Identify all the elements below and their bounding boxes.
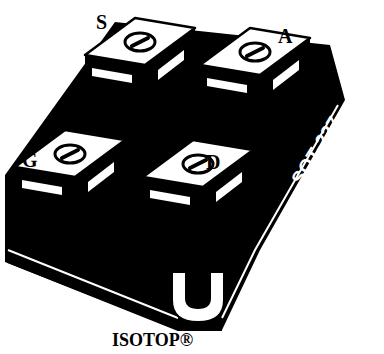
pin-name: A xyxy=(278,26,292,46)
pin-name: G xyxy=(22,150,38,170)
pin-name: D xyxy=(206,152,220,172)
pin-name: S xyxy=(96,12,107,32)
package-name: ISOTOP® xyxy=(112,331,193,349)
